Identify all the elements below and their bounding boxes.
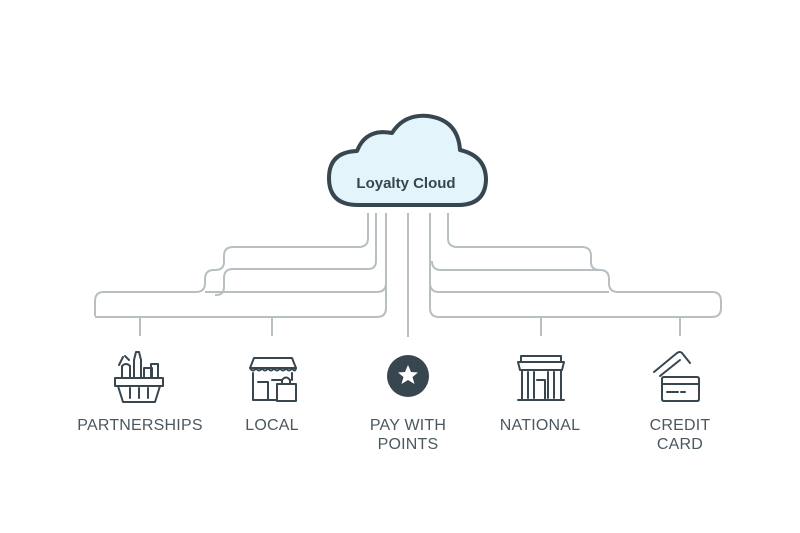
star-badge-icon <box>387 355 429 397</box>
label-line: PAY WITH <box>369 417 447 434</box>
label-line: POINTS <box>377 436 439 453</box>
connectors <box>94 213 722 337</box>
department-store-icon <box>517 355 565 401</box>
node-label-local: LOCAL <box>232 416 312 435</box>
label-line: NATIONAL <box>499 417 581 434</box>
connector-local <box>215 213 377 296</box>
connector-mid <box>205 270 609 293</box>
hub-title: Loyalty Cloud <box>356 175 455 192</box>
node-label-credit: CREDIT CARD <box>630 416 730 454</box>
storefront-with-bag-icon <box>249 357 297 402</box>
connector-local-drop <box>95 213 387 318</box>
node-label-partnerships: PARTNERSHIPS <box>68 416 212 435</box>
label-line: CARD <box>656 436 704 453</box>
connector-credit <box>447 213 601 271</box>
cloud-icon <box>327 113 488 207</box>
node-label-points: PAY WITH POINTS <box>358 416 458 454</box>
credit-cards-icon <box>653 351 700 402</box>
label-line: CREDIT <box>649 417 711 434</box>
grocery-basket-icon <box>114 351 164 403</box>
cloud-hub: Loyalty Cloud <box>327 113 488 207</box>
connector-national <box>429 213 722 318</box>
connector-partnerships <box>94 213 369 316</box>
node-label-national: NATIONAL <box>490 416 590 435</box>
label-line: PARTNERSHIPS <box>77 417 203 434</box>
label-line: LOCAL <box>245 417 299 434</box>
